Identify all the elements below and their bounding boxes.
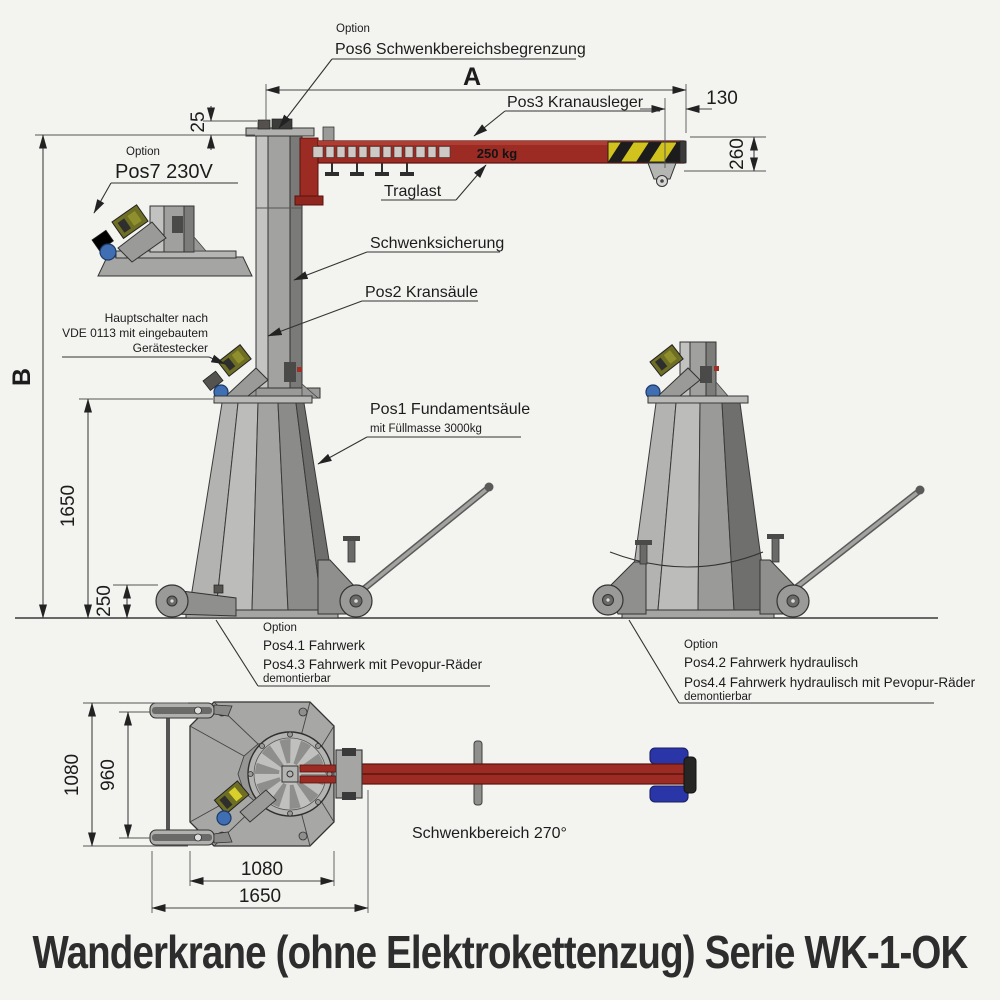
detail-view-pos7 (91, 204, 253, 277)
svg-text:Pos4.3 Fahrwerk mit Pevopur-Rä: Pos4.3 Fahrwerk mit Pevopur-Räder (263, 657, 483, 672)
svg-text:demontierbar: demontierbar (684, 691, 752, 703)
callout-pos2: Pos2 Kransäule (267, 284, 478, 337)
top-view (149, 701, 697, 847)
spoke-slots (255, 739, 325, 809)
svg-text:demontierbar: demontierbar (263, 673, 331, 685)
callout-fahrwerk-left: Option Pos4.1 Fahrwerk Pos4.3 Fahrwerk m… (215, 619, 490, 687)
svg-text:25: 25 (188, 111, 209, 132)
dim-1650-base: 1650 (151, 790, 369, 913)
dim-25: 25 (188, 106, 257, 150)
callout-hauptschalter: Hauptschalter nach VDE 0113 mit eingebau… (62, 311, 226, 365)
callout-schwenksicherung: Schwenksicherung (293, 235, 504, 281)
page-title: Wanderkrane (ohne Elektrokettenzug) Seri… (33, 926, 969, 978)
dim-B: B (8, 134, 255, 619)
main-switch-top (213, 780, 277, 826)
svg-text:250: 250 (94, 585, 115, 617)
dim-260: 260 (684, 136, 766, 172)
caster-wheel-left (155, 584, 237, 618)
arm-top-view (299, 740, 697, 806)
dim-250: 250 (94, 584, 158, 619)
svg-text:Pos4.1 Fahrwerk: Pos4.1 Fahrwerk (263, 638, 365, 653)
jack-wheel-side-left (592, 540, 652, 616)
svg-text:1080: 1080 (241, 859, 283, 880)
hazard-stripes (608, 142, 686, 162)
suspension-pin (322, 126, 335, 142)
callout-pos1: Pos1 Fundamentsäule mit Füllmasse 3000kg (317, 401, 530, 465)
dim-1080-base: 1080 (189, 851, 335, 886)
main-switch-detail (111, 204, 149, 240)
svg-text:130: 130 (706, 88, 738, 109)
svg-text:Schwenksicherung: Schwenksicherung (370, 235, 504, 252)
svg-text:Gerätestecker: Gerätestecker (133, 341, 208, 355)
callout-pos7: Option Pos7 230V (93, 146, 238, 214)
arm-end-cap (683, 756, 697, 794)
capacity-label: 250 kg (477, 146, 518, 161)
schwenkbereich-label: Schwenkbereich 270° (412, 825, 567, 842)
pull-handle (358, 487, 489, 594)
roller-bottom (649, 785, 689, 803)
dimensions: A 130 260 25 B 1650 (8, 63, 766, 913)
hook-trolley (647, 162, 677, 180)
svg-text:Pos4.4 Fahrwerk hydraulisch mi: Pos4.4 Fahrwerk hydraulisch mit Pevopur-… (684, 675, 976, 690)
plug-connector-detail (99, 243, 117, 261)
jack-wheel-side-right (759, 485, 925, 618)
svg-text:Pos3 Kranausleger: Pos3 Kranausleger (507, 94, 644, 111)
dim-960: 960 (98, 711, 150, 839)
pivot-bracket (335, 749, 363, 799)
dim-1080-vertical: 1080 (62, 702, 188, 847)
detail-switch-bracket (117, 221, 167, 263)
crane-column (267, 135, 291, 401)
dim-1650-height: 1650 (58, 398, 213, 619)
svg-text:1080: 1080 (62, 754, 83, 796)
roller-top (649, 747, 689, 765)
arm-tabs (325, 163, 414, 176)
svg-text:Traglast: Traglast (384, 183, 442, 200)
option-label: Option (336, 23, 370, 35)
foundation-column (185, 395, 339, 619)
main-switch (202, 344, 269, 405)
svg-text:1650: 1650 (58, 485, 79, 527)
side-view (592, 341, 925, 619)
svg-text:B: B (8, 368, 36, 386)
svg-text:Pos4.2 Fahrwerk hydraulisch: Pos4.2 Fahrwerk hydraulisch (684, 655, 858, 670)
dim-A: A (265, 63, 687, 133)
svg-text:A: A (463, 63, 481, 91)
detail-base (97, 256, 253, 277)
dim-130: 130 (640, 88, 738, 168)
jack-wheel-right (317, 482, 494, 618)
option-label: Option (126, 146, 160, 158)
svg-text:Hauptschalter nach: Hauptschalter nach (105, 311, 208, 325)
svg-text:Pos1 Fundamentsäule: Pos1 Fundamentsäule (370, 401, 530, 418)
svg-text:Option: Option (263, 622, 297, 634)
svg-text:260: 260 (727, 138, 748, 170)
svg-text:Option: Option (684, 639, 718, 651)
callout-pos6: Option Pos6 Schwenkbereichsbegrenzung (278, 23, 586, 129)
callouts: Option Pos6 Schwenkbereichsbegrenzung Po… (62, 23, 976, 842)
svg-text:VDE 0113 mit eingebautem: VDE 0113 mit eingebautem (62, 326, 208, 340)
rotary-plate (247, 731, 333, 817)
callout-traglast: Traglast (381, 164, 487, 201)
svg-text:mit Füllmasse 3000kg: mit Füllmasse 3000kg (370, 423, 482, 435)
svg-text:1650: 1650 (239, 886, 281, 907)
safety-cable (609, 551, 764, 568)
svg-text:Pos6 Schwenkbereichsbegrenzung: Pos6 Schwenkbereichsbegrenzung (335, 41, 586, 58)
front-view: 250 kg (155, 118, 687, 619)
callout-fahrwerk-right: Option Pos4.2 Fahrwerk hydraulisch Pos4.… (628, 619, 976, 704)
svg-text:Pos7 230V: Pos7 230V (115, 161, 214, 183)
pull-handle-side (791, 490, 920, 592)
svg-text:Pos2 Kransäule: Pos2 Kransäule (365, 284, 478, 301)
callout-pos3: Pos3 Kranausleger (473, 94, 660, 137)
wheel-pair-top-view (149, 702, 233, 846)
arm-logo-blocks (312, 146, 451, 158)
svg-text:960: 960 (98, 759, 119, 791)
